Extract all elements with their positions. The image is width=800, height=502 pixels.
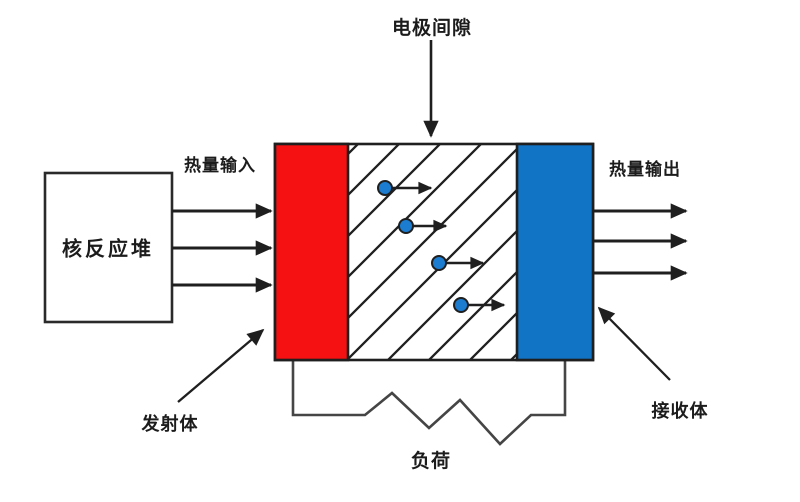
electron-dot <box>398 218 414 234</box>
electron <box>453 297 506 313</box>
electron-dot <box>453 297 469 313</box>
collector-bar <box>515 142 595 362</box>
electron <box>398 218 448 234</box>
load-circuit-wire <box>291 358 567 446</box>
electrode-gap-region <box>348 144 517 360</box>
heat-output-label: 热量输出 <box>609 160 681 180</box>
electron <box>431 255 485 271</box>
reactor-label: 核反应堆 <box>62 236 154 261</box>
collector-pointer-arrow <box>597 306 671 381</box>
emitter-label: 发射体 <box>141 414 199 435</box>
collector-label: 接收体 <box>651 401 709 422</box>
electrons <box>377 180 506 313</box>
heat-output-arrows <box>592 203 688 281</box>
electron-dot <box>377 180 393 196</box>
electron-dot <box>431 255 447 271</box>
load-label: 负荷 <box>410 450 452 472</box>
heat-input-arrows <box>172 203 273 293</box>
electrode-gap-label: 电极间隙 <box>391 17 473 39</box>
emitter-pointer-arrow <box>177 328 265 403</box>
electron <box>377 180 433 196</box>
heat-input-label: 热量输入 <box>184 156 256 176</box>
emitter-bar <box>273 142 350 362</box>
